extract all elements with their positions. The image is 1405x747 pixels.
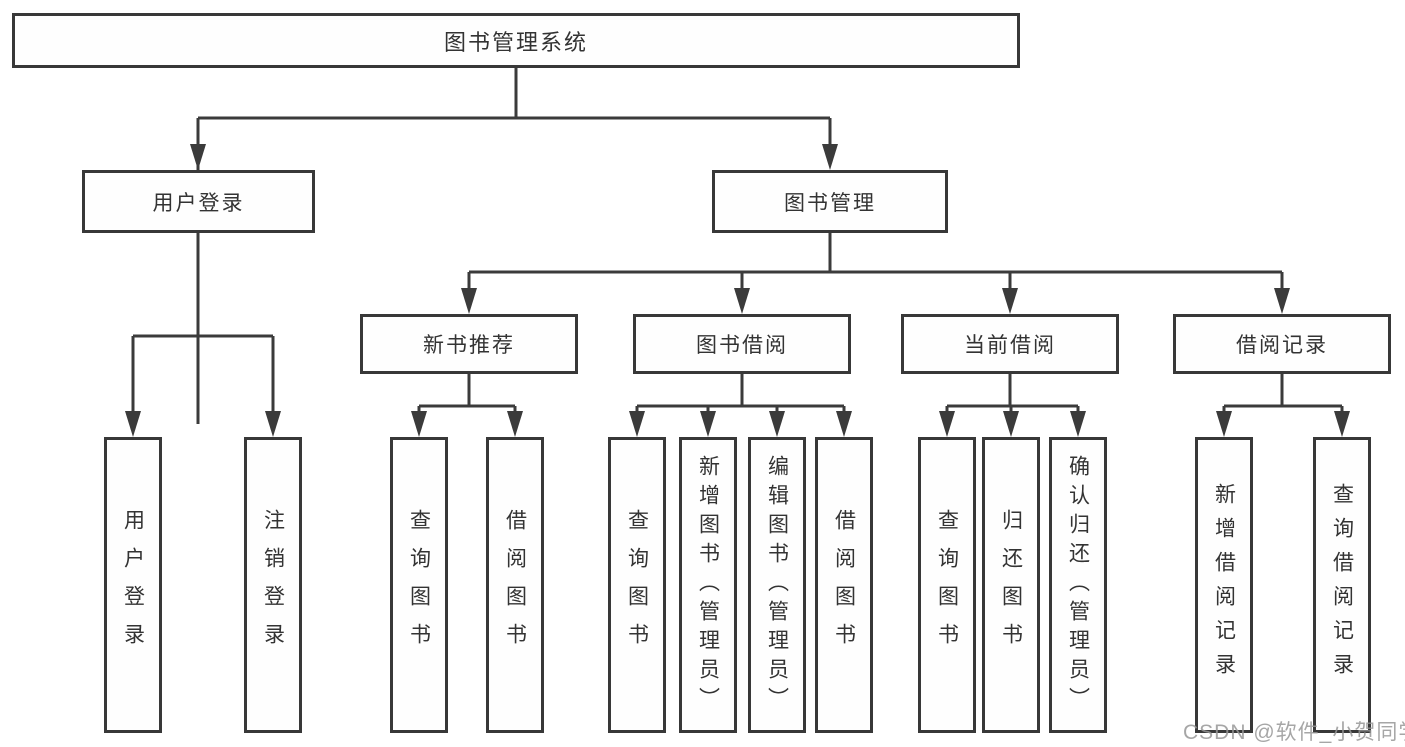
- leaf-label: 借阅图书: [503, 509, 527, 661]
- arrowhead-cu-return: [1003, 411, 1019, 437]
- leaf-label: 查询借阅记录: [1330, 483, 1354, 687]
- connector-current-children: [945, 374, 1080, 424]
- node-label: 借阅记录: [1236, 334, 1328, 357]
- arrowhead-book-mgmt: [822, 144, 838, 170]
- arrowhead-rc-add: [1216, 411, 1232, 437]
- leaf-records-add-record: 新增借阅记录: [1195, 437, 1253, 733]
- arrowhead-rc-query: [1334, 411, 1350, 437]
- leaf-current-query-books: 查询图书: [918, 437, 976, 733]
- arrowhead-new-book: [461, 288, 477, 314]
- arrowhead-cu-confirm: [1070, 411, 1086, 437]
- arrowhead-current: [1002, 288, 1018, 314]
- leaf-current-return-books: 归还图书: [982, 437, 1040, 733]
- leaf-borrow-edit-books-admin: 编辑图书（管理员）: [748, 437, 806, 733]
- arrowhead-nb-borrow: [507, 411, 523, 437]
- connector-user-login-children: [131, 233, 275, 424]
- leaf-label: 查询图书: [625, 509, 649, 661]
- arrowhead-bw-edit: [769, 411, 785, 437]
- node-label: 新书推荐: [423, 334, 515, 357]
- connector-borrow-children: [635, 374, 846, 424]
- arrowhead-user-login: [190, 144, 206, 170]
- leaf-label: 归还图书: [999, 509, 1023, 661]
- node-label: 图书管理: [784, 191, 876, 215]
- leaf-label: 借阅图书: [832, 509, 856, 661]
- node-label: 当前借阅: [964, 334, 1056, 357]
- arrowhead-cu-query: [939, 411, 955, 437]
- leaf-label: 新增图书（管理员）: [696, 454, 720, 716]
- arrowhead-borrow: [734, 288, 750, 314]
- node-label: 图书借阅: [696, 334, 788, 357]
- arrowhead-leaf-login: [125, 411, 141, 437]
- csdn-watermark: CSDN @软件_小贺同学: [1183, 721, 1405, 744]
- leaf-records-query-record: 查询借阅记录: [1313, 437, 1371, 733]
- node-new-book-recommend: 新书推荐: [360, 314, 578, 374]
- leaf-borrow-borrow-books: 借阅图书: [815, 437, 873, 733]
- leaf-newbook-borrow-books: 借阅图书: [486, 437, 544, 733]
- node-user-login: 用户登录: [82, 170, 315, 233]
- node-root-library-system: 图书管理系统: [12, 13, 1020, 68]
- node-current-borrow: 当前借阅: [901, 314, 1119, 374]
- leaf-current-confirm-return-admin: 确认归还（管理员）: [1049, 437, 1107, 733]
- leaf-borrow-add-books-admin: 新增图书（管理员）: [679, 437, 737, 733]
- arrowhead-bw-query: [629, 411, 645, 437]
- leaf-label: 查询图书: [407, 509, 431, 661]
- arrowhead-records: [1274, 288, 1290, 314]
- connector-new-book-children: [417, 374, 517, 424]
- connector-records-children: [1222, 374, 1344, 424]
- node-label: 用户登录: [152, 191, 245, 215]
- node-book-management: 图书管理: [712, 170, 948, 233]
- arrowhead-leaf-logout: [265, 411, 281, 437]
- node-book-borrow: 图书借阅: [633, 314, 851, 374]
- leaf-label: 查询图书: [935, 509, 959, 661]
- leaf-logout: 注销登录: [244, 437, 302, 733]
- leaf-borrow-query-books: 查询图书: [608, 437, 666, 733]
- arrowhead-nb-query: [411, 411, 427, 437]
- leaf-label: 确认归还（管理员）: [1066, 454, 1090, 716]
- leaf-label: 用户登录: [121, 509, 145, 661]
- leaf-label: 新增借阅记录: [1212, 483, 1236, 687]
- arrowhead-bw-add: [700, 411, 716, 437]
- leaf-newbook-query-books: 查询图书: [390, 437, 448, 733]
- connector-book-mgmt-children: [467, 233, 1284, 300]
- node-borrow-records: 借阅记录: [1173, 314, 1391, 374]
- leaf-label: 注销登录: [261, 509, 285, 661]
- leaf-label: 编辑图书（管理员）: [765, 454, 789, 716]
- node-label: 图书管理系统: [443, 29, 588, 55]
- leaf-user-login: 用户登录: [104, 437, 162, 733]
- arrowhead-bw-borrow: [836, 411, 852, 437]
